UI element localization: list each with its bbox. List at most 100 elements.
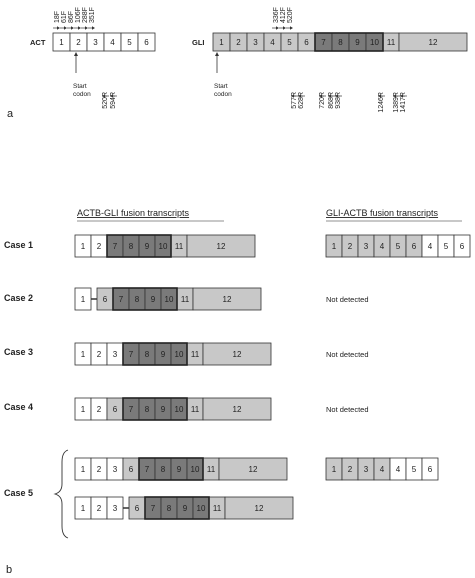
gli-reverse-primer-arrow: [393, 94, 400, 98]
gli-forward-primer-arrow: [286, 26, 293, 30]
gli-reverse-primer-arrow: [400, 94, 407, 98]
gli-reverse-primer: 628R: [298, 92, 305, 109]
gli-exon-11-label: 11: [387, 38, 396, 47]
not-detected-text: Not detected: [326, 350, 369, 359]
gli-start-codon-arrow: [215, 52, 219, 73]
gli-exon-11-label: 11: [191, 350, 200, 359]
gli-actb-transcript: [325, 234, 471, 258]
act-forward-primer-arrow: [81, 26, 88, 30]
gli-exon-12-label: 12: [233, 350, 242, 359]
gli-exon-8-label: 8: [145, 405, 150, 414]
act-forward-primer: 18F: [54, 11, 61, 23]
gli-exon-2-label: 2: [236, 38, 241, 47]
zinc-finger-outline: [122, 397, 188, 421]
act-forward-primer: 351F: [89, 7, 96, 23]
gli-reverse-primer: 577R: [291, 92, 298, 109]
actb-gli-transcript: [74, 234, 256, 258]
actb-exon-1-label: 1: [81, 405, 86, 414]
act-reverse-primer: 594R: [110, 92, 117, 109]
gli-exon-12: [192, 287, 262, 311]
gli-exon-12: [224, 496, 294, 520]
act-exon-2-label: 2: [76, 38, 81, 47]
gli-exon-6-label: 6: [113, 405, 118, 414]
actb-exon-2-label: 2: [97, 242, 102, 251]
gli-exon-6-label: 6: [135, 504, 140, 513]
act-reverse-primer-arrow: [110, 94, 117, 98]
gli-forward-primer-arrow: [272, 26, 279, 30]
actb-exon-6-label: 6: [460, 242, 465, 251]
gli-exon-11-label: 11: [207, 465, 216, 474]
not-detected-text: Not detected: [326, 405, 369, 414]
act-reverse-primer-arrow: [102, 94, 109, 98]
gli-exon-10-label: 10: [175, 405, 184, 414]
actb-exon-4-label: 4: [396, 465, 401, 474]
actb-gli-transcript: [74, 342, 272, 366]
actb-gli-header: ACTB-GLI fusion transcripts: [77, 208, 190, 218]
gli-actb-header: GLI-ACTB fusion transcripts: [326, 208, 439, 218]
gli-reverse-primer: 868R: [328, 92, 335, 109]
zinc-finger-outline: [144, 496, 210, 520]
gli-exon-9-label: 9: [161, 405, 166, 414]
gli-exon-3-label: 3: [364, 242, 369, 251]
gli-exon-12-label: 12: [429, 38, 438, 47]
act-exon-4-label: 4: [110, 38, 115, 47]
gli-exon-11-label: 11: [181, 295, 190, 304]
gli-exon-2-label: 2: [348, 242, 353, 251]
gli-exon-12-label: 12: [255, 504, 264, 513]
actb-exon-6-label: 6: [428, 465, 433, 474]
zinc-finger-outline: [112, 287, 178, 311]
panel-b-label: b: [6, 564, 12, 576]
gli-start-codon-text: codon: [214, 91, 232, 98]
gli-exon-7-label: 7: [151, 504, 156, 513]
gli-exon-12-label: 12: [249, 465, 258, 474]
gli-exon-8-label: 8: [145, 350, 150, 359]
act-start-codon-text: codon: [73, 91, 91, 98]
gli-exon-6-label: 6: [103, 295, 108, 304]
gli-exon-12: [202, 397, 272, 421]
case-5-brace: [53, 449, 69, 539]
gli-exon-10-label: 10: [191, 465, 200, 474]
case-label: Case 4: [4, 402, 33, 412]
gli-exon-8-label: 8: [129, 242, 134, 251]
gli-gene-label: GLI: [192, 38, 205, 47]
actb-exon-5-label: 5: [412, 465, 417, 474]
act-exon-3-label: 3: [93, 38, 98, 47]
gli-exon-12: [186, 234, 256, 258]
actb-gli-transcript: [74, 287, 262, 311]
actb-exon-2-label: 2: [97, 465, 102, 474]
gli-reverse-primer-arrow: [298, 94, 305, 98]
gli-exon-8-label: 8: [135, 295, 140, 304]
gli-exon-7-label: 7: [119, 295, 124, 304]
zinc-finger-outline: [106, 234, 172, 258]
gli-exon-7-label: 7: [145, 465, 150, 474]
case-label: Case 3: [4, 347, 33, 357]
gli-exon-10-label: 10: [165, 295, 174, 304]
gli-exon-10-label: 10: [159, 242, 168, 251]
case-label: Case 1: [4, 240, 33, 250]
gli-forward-primer: 520F: [287, 7, 294, 23]
actb-exon-3-label: 3: [113, 504, 118, 513]
act-forward-primer-arrow: [53, 26, 60, 30]
act-forward-primer-arrow: [67, 26, 74, 30]
actb-exon-2-label: 2: [97, 405, 102, 414]
actb-exon-1-label: 1: [81, 350, 86, 359]
gli-exon-12: [202, 342, 272, 366]
case-label: Case 2: [4, 293, 33, 303]
gli-reverse-primer: 938R: [335, 92, 342, 109]
act-forward-primer-arrow: [74, 26, 81, 30]
actb-exon-3-label: 3: [113, 465, 118, 474]
gli-exon-4-label: 4: [380, 242, 385, 251]
actb-exon-2-label: 2: [97, 350, 102, 359]
actb-gli-transcript: [74, 397, 272, 421]
act-forward-primer-arrow: [88, 26, 95, 30]
act-forward-primer: 61F: [61, 11, 68, 23]
gli-reverse-primer: 1246R: [378, 92, 385, 113]
act-exon-5-label: 5: [127, 38, 132, 47]
actb-gli-transcript: [74, 496, 294, 520]
gli-forward-primer-arrow: [279, 26, 286, 30]
gli-exon-6-label: 6: [304, 38, 309, 47]
actb-exon-3-label: 3: [113, 350, 118, 359]
gli-exon-1-label: 1: [332, 465, 337, 474]
actb-exon-1-label: 1: [81, 504, 86, 513]
